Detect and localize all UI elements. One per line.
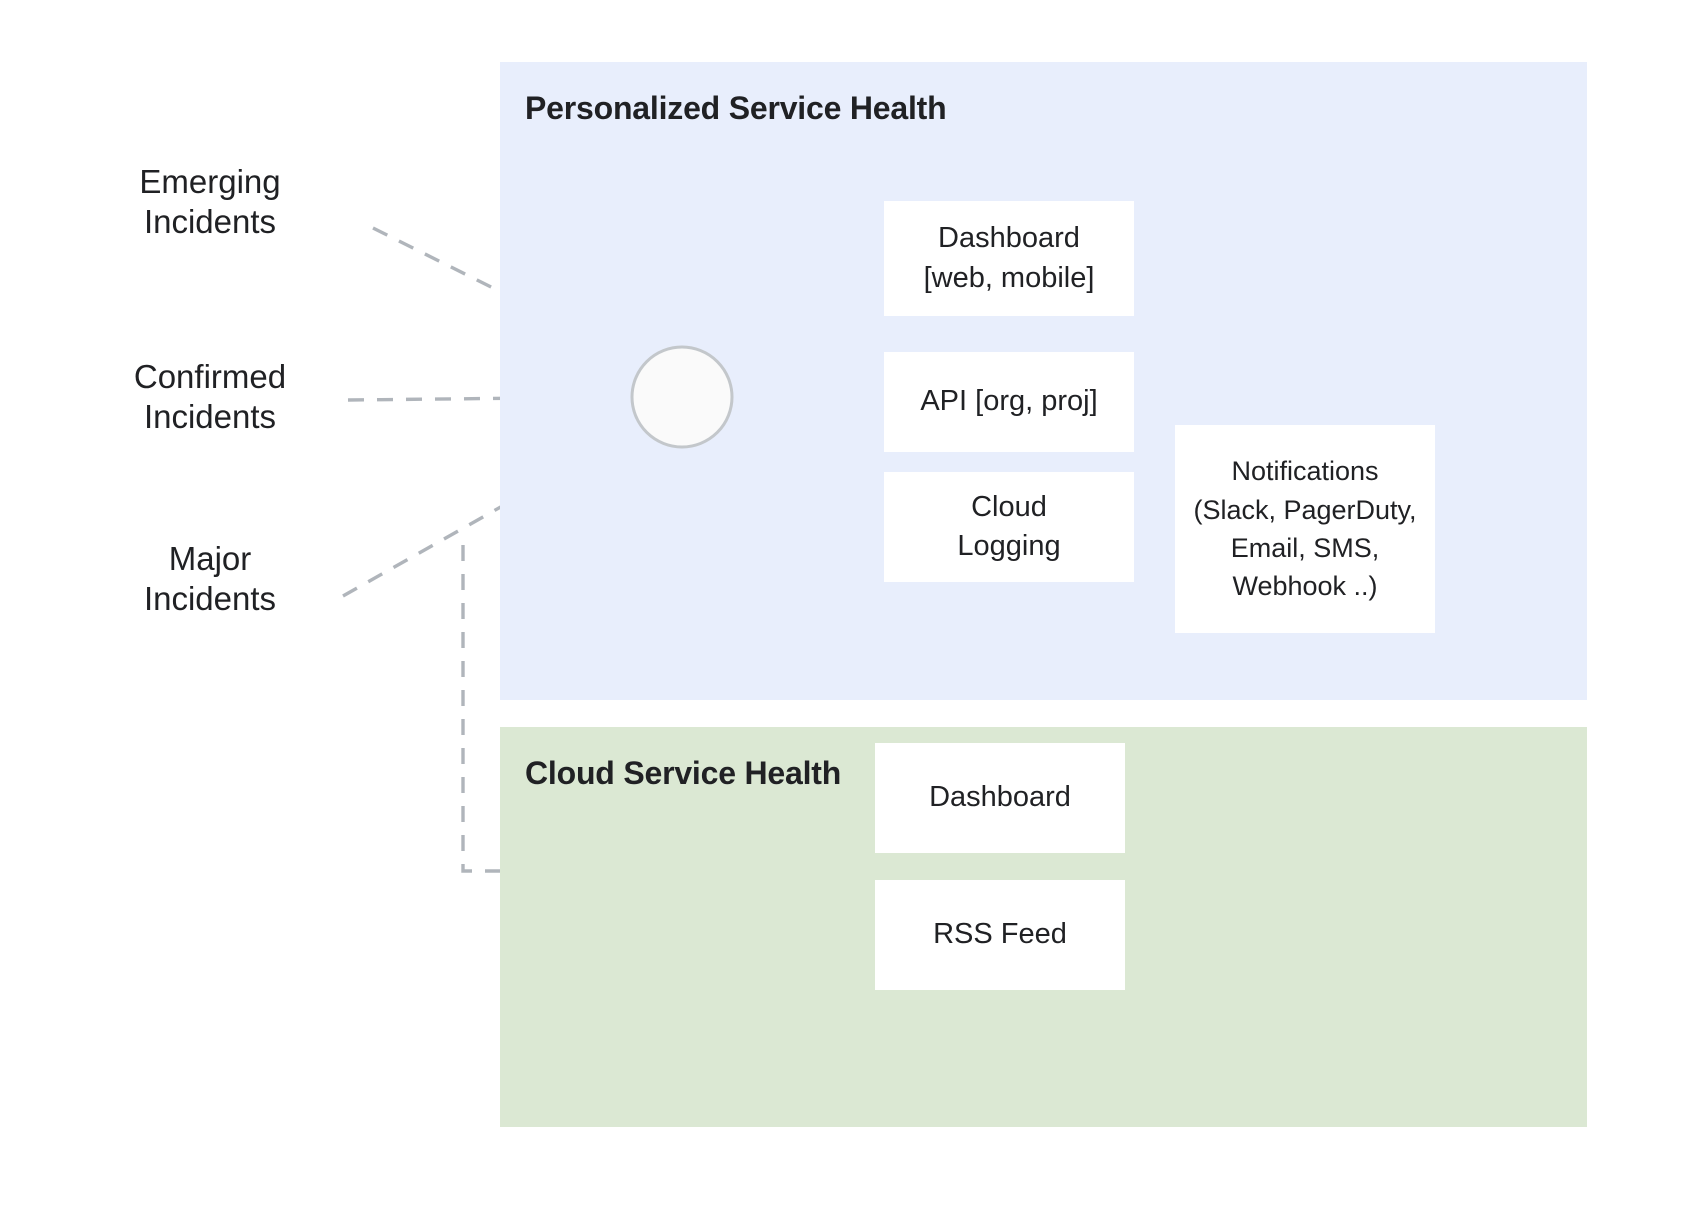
panel-title-personalized-service-health: Personalized Service Health <box>525 90 947 126</box>
source-label-emerging-incidents: Emerging Incidents <box>139 163 281 241</box>
node-api-org-proj[interactable]: API [org, proj] <box>884 352 1134 452</box>
node-cloud-service-health-dashboard[interactable]: Dashboard <box>875 743 1125 853</box>
hub-circle-node <box>630 345 734 449</box>
panel-title-cloud-service-health: Cloud Service Health <box>525 755 842 791</box>
node-cloud-service-health-rss-feed[interactable]: RSS Feed <box>875 880 1125 990</box>
source-label-confirmed-incidents: Confirmed Incidents <box>133 358 287 436</box>
node-cloud-logging[interactable]: Cloud Logging <box>884 472 1134 582</box>
node-notifications[interactable]: Notifications (Slack, PagerDuty, Email, … <box>1175 425 1435 633</box>
node-dashboard-web-mobile[interactable]: Dashboard [web, mobile] <box>884 201 1134 316</box>
source-label-major-incidents: Major Incidents <box>143 540 277 618</box>
